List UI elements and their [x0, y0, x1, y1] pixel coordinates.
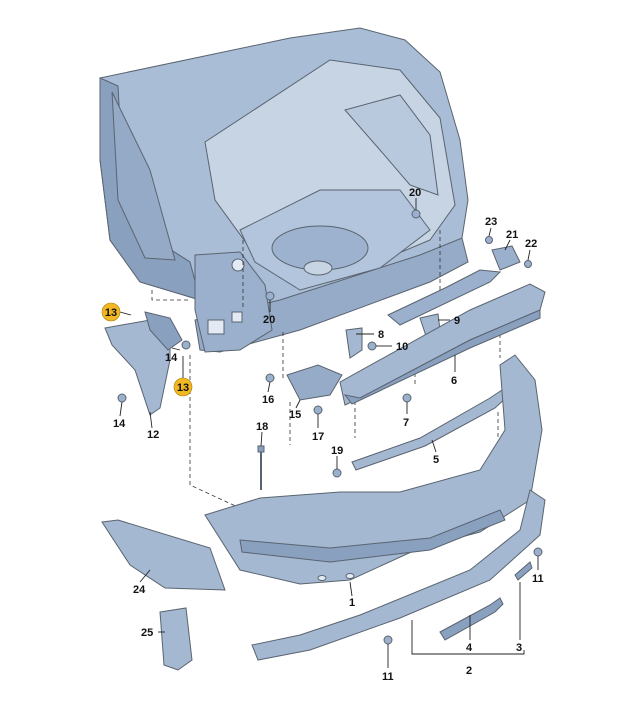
- part-14-screw-a: [117, 393, 127, 403]
- part-labels: 14 14 12 16 15 17 18 19 20 20 8 9 10 6 7…: [113, 187, 544, 683]
- sensor-hole-1: [317, 575, 327, 581]
- label-2: 2: [466, 665, 472, 677]
- part-12-bracket-top: [144, 311, 183, 351]
- label-20b: 20: [409, 187, 421, 199]
- highlight-badge-13b: 13: [173, 377, 193, 397]
- part-3-trim-strip: [514, 561, 533, 581]
- label-9: 9: [454, 315, 460, 327]
- label-6: 6: [451, 375, 457, 387]
- label-11b: 11: [382, 671, 394, 683]
- label-10: 10: [396, 341, 408, 353]
- label-15: 15: [289, 409, 301, 421]
- label-22: 22: [525, 238, 537, 250]
- inner-side-panel: [344, 94, 439, 196]
- label-18: 18: [256, 421, 268, 433]
- left-mount-hole: [207, 319, 225, 335]
- label-13b: 13: [177, 382, 189, 394]
- label-19: 19: [331, 445, 343, 457]
- part-24-side-trim: [101, 519, 226, 591]
- label-14a: 14: [165, 352, 178, 364]
- part-22-screw: [524, 260, 532, 268]
- label-7: 7: [403, 417, 409, 429]
- spare-wheel-center: [303, 260, 333, 276]
- part-11-screw-a: [533, 547, 543, 557]
- part-23-screw: [485, 236, 493, 244]
- part-9-guide-rail: [387, 269, 502, 326]
- sensor-hole-2: [345, 573, 355, 579]
- label-21: 21: [506, 229, 518, 241]
- label-25: 25: [141, 627, 153, 639]
- part-11-screw-b: [383, 635, 393, 645]
- label-1: 1: [349, 597, 355, 609]
- label-13a: 13: [105, 307, 117, 319]
- label-23: 23: [485, 216, 497, 228]
- car-body-rear: [99, 27, 469, 353]
- part-15-bracket: [286, 364, 343, 401]
- part-4-trim-strip: [439, 597, 504, 641]
- part-diffuser: [251, 489, 546, 661]
- part-10-nut: [367, 341, 377, 351]
- part-7-screw: [402, 393, 412, 403]
- part-20-nut-a: [265, 291, 275, 301]
- label-17: 17: [312, 431, 324, 443]
- rear-panel-hole: [231, 258, 245, 272]
- part-6-beam-edge: [343, 309, 541, 405]
- label-12: 12: [147, 429, 159, 441]
- part-25-mudflap: [159, 607, 193, 671]
- part-1-bumper-step: [239, 509, 506, 563]
- part-14-screw-b: [181, 340, 191, 350]
- left-mount-hole-2: [231, 311, 243, 323]
- part-18-bolt: [257, 445, 265, 490]
- label-5: 5: [433, 454, 439, 466]
- leader-lines: [119, 198, 539, 668]
- label-24: 24: [133, 584, 146, 596]
- side-window-frame: [111, 91, 176, 261]
- label-20a: 20: [263, 314, 275, 326]
- part-19-screw: [332, 468, 342, 478]
- part-20-nut-b: [411, 209, 421, 219]
- part-16-screw: [265, 373, 275, 383]
- label-8: 8: [378, 329, 384, 341]
- part-8-clip: [345, 327, 363, 359]
- part-5-guide-strip: [351, 387, 509, 471]
- label-14b: 14: [113, 418, 126, 430]
- part-21-guide: [491, 245, 521, 271]
- label-3: 3: [516, 642, 522, 654]
- label-4: 4: [466, 642, 473, 654]
- highlight-badge-13a: 13: [101, 302, 121, 322]
- label-11a: 11: [532, 573, 544, 585]
- label-16: 16: [262, 394, 274, 406]
- part-17-screw: [313, 405, 323, 415]
